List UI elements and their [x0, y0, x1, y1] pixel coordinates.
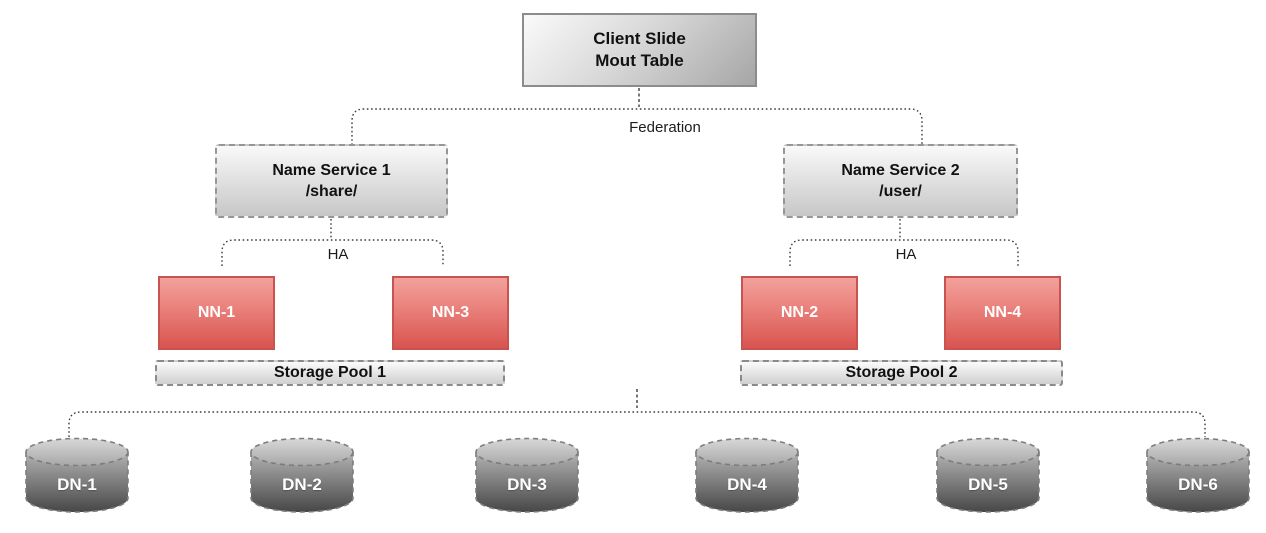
name-service-2-box: Name Service 2 /user/	[783, 144, 1018, 218]
datanode-label-dn6: DN-6	[1178, 475, 1218, 494]
namenode-box-nn1: NN-1	[158, 276, 275, 350]
ns2-ha-connector-line	[789, 239, 1019, 266]
storage-pool-2-bar: Storage Pool 2	[740, 360, 1063, 386]
client-box-line1: Client Slide	[593, 28, 686, 48]
datanode-label-dn2: DN-2	[282, 475, 322, 494]
namenode-box-nn3: NN-3	[392, 276, 509, 350]
datanode-bus-line	[68, 411, 1206, 437]
datanode-label-dn1: DN-1	[57, 475, 97, 494]
name-service-2-path: /user/	[879, 183, 922, 200]
ha-label-2: HA	[895, 246, 917, 263]
name-service-1-path: /share/	[305, 183, 358, 200]
datanode-label-dn4: DN-4	[727, 475, 767, 494]
federation-label: Federation	[629, 119, 701, 136]
name-service-1-box: Name Service 1 /share/	[215, 144, 448, 218]
client-box-line2: Mout Table	[595, 51, 684, 70]
datanode-label-dn3: DN-3	[507, 475, 547, 494]
namenode-box-nn4: NN-4	[944, 276, 1061, 350]
datanode-label-dn5: DN-5	[968, 475, 1008, 494]
ns1-ha-connector-line	[221, 239, 444, 266]
federation-connector-line	[351, 108, 923, 145]
name-service-1-title: Name Service 1	[272, 161, 391, 179]
namenode-box-nn2: NN-2	[741, 276, 858, 350]
ha-label-1: HA	[327, 246, 349, 263]
client-mount-table-box: Client Slide Mout Table	[522, 13, 757, 87]
storage-pool-1-bar: Storage Pool 1	[155, 360, 505, 386]
name-service-2-title: Name Service 2	[841, 161, 960, 179]
